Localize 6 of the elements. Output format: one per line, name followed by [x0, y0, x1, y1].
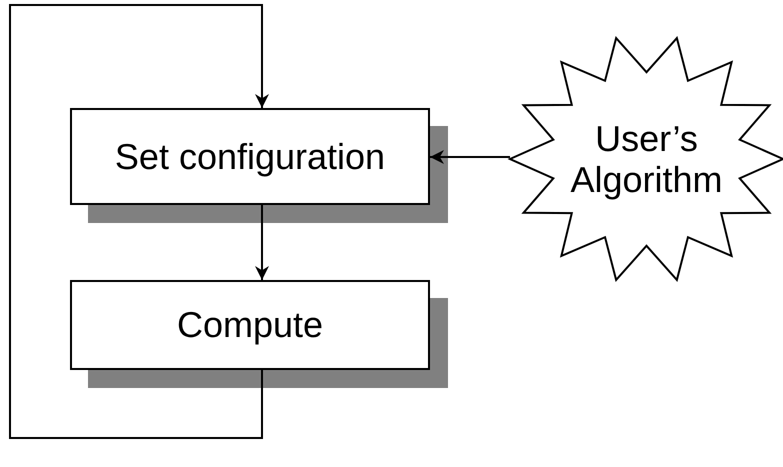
- node-label: Compute: [176, 304, 324, 346]
- node-label: User’s Algorithm: [569, 118, 724, 200]
- arrow: [430, 150, 510, 164]
- arrow: [255, 205, 269, 280]
- arrow: [9, 4, 269, 439]
- node-label: Set configuration: [114, 136, 386, 178]
